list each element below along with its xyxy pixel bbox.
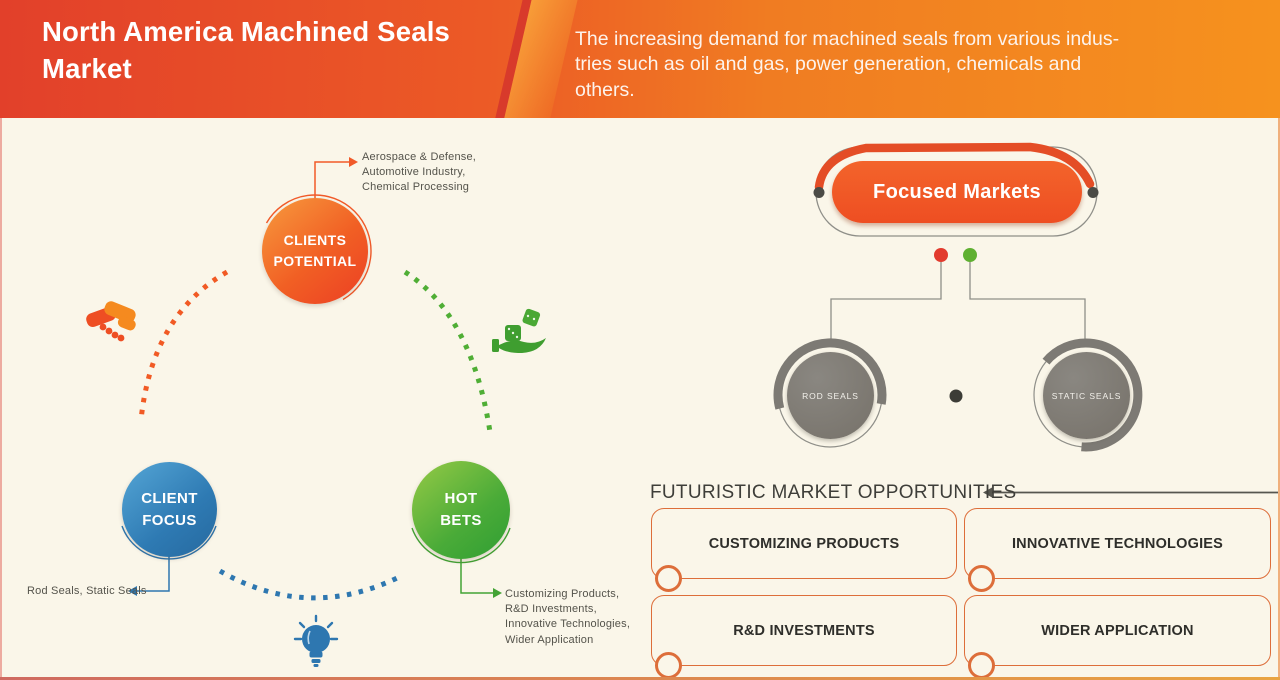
clients-potential-connector: [314, 157, 358, 198]
corner-circle-icon: [655, 565, 682, 592]
lightbulb-icon: [293, 614, 339, 667]
page-border-left: [0, 118, 2, 680]
dotted-arc-blue: [218, 568, 399, 601]
opportunity-label: WIDER APPLICATION: [1041, 622, 1194, 639]
page-subtitle: The increasing demand for machined seals…: [575, 28, 1120, 101]
static-seals-node: STATIC SEALS: [1043, 352, 1130, 439]
opportunities-arrow: [983, 487, 1280, 498]
hot-bets-bubble: HOT BETS: [412, 461, 510, 559]
focused-markets-pill: Focused Markets: [832, 161, 1082, 223]
dotted-arc-orange: [138, 269, 229, 421]
corner-circle-icon: [968, 565, 995, 592]
ring-dot-left: [813, 187, 825, 198]
hot-bets-connector: [460, 559, 502, 598]
header-banner: North America Machined Seals Market The …: [0, 0, 1280, 118]
client-focus-bubble: CLIENT FOCUS: [122, 462, 217, 557]
ring-dot-right: [1087, 187, 1099, 198]
opportunity-label: CUSTOMIZING PRODUCTS: [708, 535, 900, 552]
page-border-bottom: [0, 677, 1280, 680]
corner-circle-icon: [655, 652, 682, 679]
clients-potential-note: Aerospace & Defense, Automotive Industry…: [362, 151, 477, 194]
clients-potential-bubble: CLIENTS POTENTIAL: [262, 198, 368, 304]
page-border-right: [1278, 118, 1280, 680]
page-title: North America Machined Seals Market: [42, 16, 451, 84]
arrow-right-icon: [493, 588, 502, 598]
legend-dot-red: [934, 248, 948, 262]
legend-dot-green: [963, 248, 977, 262]
handshake-icon: [86, 301, 136, 342]
client-focus-note: Rod Seals, Static Seals: [27, 585, 147, 597]
center-dot: [949, 389, 963, 403]
opportunity-box-customizing-products: CUSTOMIZING PRODUCTS: [651, 508, 957, 592]
corner-circle-icon: [968, 652, 995, 679]
opportunity-box-wider-application: WIDER APPLICATION: [964, 595, 1271, 679]
rod-seals-node: ROD SEALS: [787, 352, 874, 439]
dotted-arc-green: [403, 269, 493, 433]
connector-static-seals: [969, 262, 1086, 342]
opportunities-heading: FUTURISTIC MARKET OPPORTUNITIES: [650, 482, 1017, 503]
arrow-right-icon: [349, 157, 358, 167]
opportunity-box-innovative-technologies: INNOVATIVE TECHNOLOGIES: [964, 508, 1271, 592]
opportunity-box-rd-investments: R&D INVESTMENTS: [651, 595, 957, 679]
dice-hand-icon: [492, 308, 546, 353]
hot-bets-note: Customizing Products, R&D Investments, I…: [505, 588, 631, 646]
opportunity-label: R&D INVESTMENTS: [733, 622, 875, 639]
connector-rod-seals: [830, 262, 942, 342]
opportunity-label: INNOVATIVE TECHNOLOGIES: [1011, 535, 1224, 552]
